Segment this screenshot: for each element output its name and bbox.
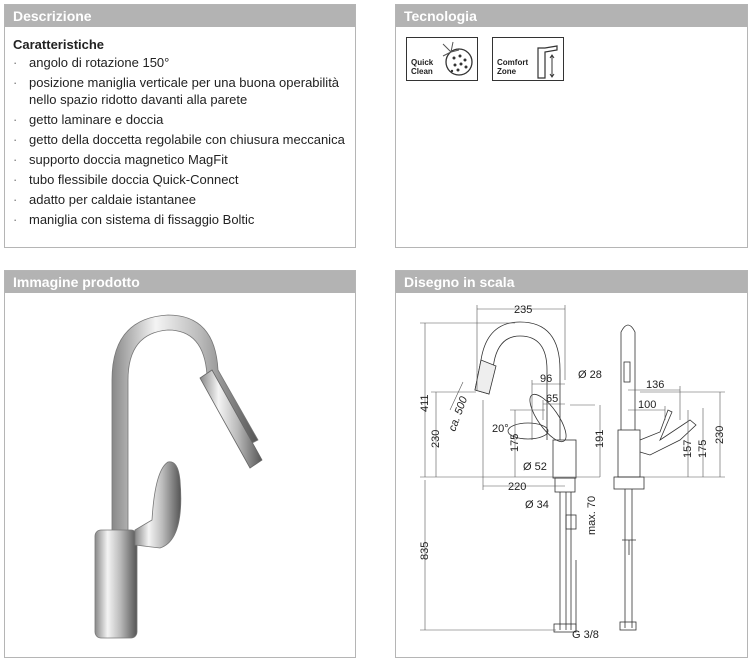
features-list: ·angolo di rotazione 150° ·posizione man…: [5, 54, 355, 228]
scale-drawing-header: Disegno in scala: [396, 271, 747, 293]
side-view: [613, 324, 697, 631]
dim-d28: Ø 28: [578, 369, 602, 381]
list-item: ·angolo di rotazione 150°: [13, 55, 170, 70]
dim-157: 157: [682, 440, 694, 458]
description-header: Descrizione: [5, 5, 355, 27]
list-item: ·getto laminare e doccia: [13, 112, 164, 127]
dim-20deg: 20°: [492, 423, 509, 435]
description-panel: Descrizione Caratteristiche ·angolo di r…: [4, 4, 356, 248]
list-item: ·supporto doccia magnetico MagFit: [13, 152, 228, 167]
dim-side-230: 230: [714, 426, 726, 444]
technical-drawing: 235 411 230 835 ca. 500 20° 96 65 Ø 28 1…: [419, 304, 726, 641]
dim-235: 235: [514, 304, 532, 316]
technology-header: Tecnologia: [396, 5, 747, 27]
product-image-header: Immagine prodotto: [5, 271, 355, 293]
comfort-zone-icon: [537, 45, 558, 79]
dim-835: 835: [419, 542, 431, 560]
list-item: ·posizione maniglia verticale per una bu…: [13, 75, 340, 107]
quick-clean-icon: [442, 41, 473, 76]
dim-136: 136: [646, 379, 664, 391]
product-image: [94, 314, 263, 639]
product-image-panel: Immagine prodotto: [4, 270, 356, 658]
dim-230: 230: [430, 430, 442, 448]
dim-191: 191: [594, 430, 606, 448]
dimension-lines: [420, 305, 725, 631]
dim-max70: max. 70: [586, 496, 598, 535]
dim-ca500: ca. 500: [447, 394, 471, 433]
dim-g38: G 3/8: [572, 629, 599, 641]
dim-96: 96: [540, 373, 552, 385]
list-item: ·adatto per caldaie istantanee: [13, 192, 196, 207]
dim-65: 65: [546, 393, 558, 405]
dim-411: 411: [419, 394, 431, 412]
dim-175: 175: [509, 434, 521, 452]
dim-d34: Ø 34: [525, 499, 549, 511]
scale-drawing-panel: Disegno in scala: [395, 270, 748, 658]
dim-d52: Ø 52: [523, 461, 547, 473]
features-title: Caratteristiche: [13, 37, 105, 52]
dim-side-175: 175: [697, 440, 709, 458]
dim-220: 220: [508, 481, 526, 493]
list-item: ·maniglia con sistema di fissaggio Bolti…: [13, 212, 255, 227]
list-item: ·tubo flessibile doccia Quick-Connect: [13, 172, 239, 187]
front-view: [474, 321, 577, 633]
dim-100: 100: [638, 399, 656, 411]
list-item: ·getto della doccetta regolabile con chi…: [13, 132, 345, 147]
